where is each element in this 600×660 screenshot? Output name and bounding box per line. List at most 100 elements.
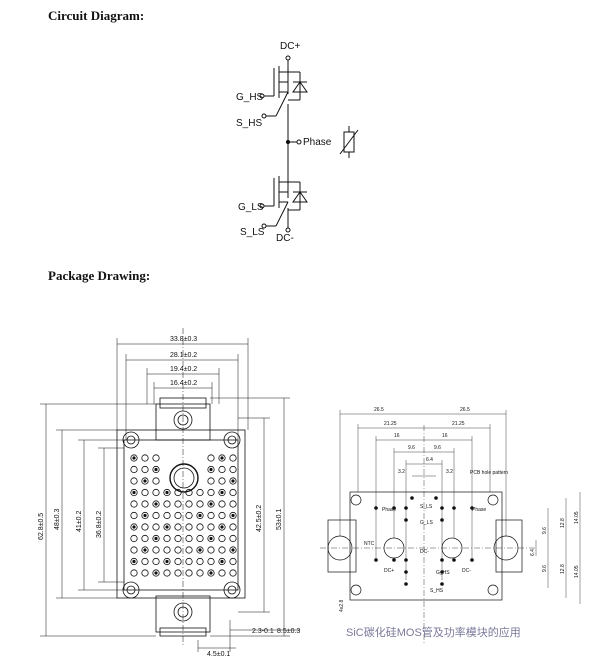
dim-19-4: 19.4±0.2 <box>170 366 197 373</box>
pin-hole <box>152 569 160 577</box>
pin-hole <box>207 534 215 543</box>
pin-hole <box>218 511 226 520</box>
pin-hole <box>152 477 160 485</box>
pcb-top-dim: 21.25 <box>452 421 465 427</box>
pcb-pin <box>374 558 378 562</box>
pin-dot <box>231 548 235 552</box>
pcb-right-dim: 6.4 <box>530 549 536 556</box>
pcb-pin <box>404 582 408 586</box>
pin-hole <box>152 557 160 566</box>
pin-dot <box>154 536 158 541</box>
dc-plus-label: DC+ <box>280 41 300 52</box>
pin-hole <box>163 523 171 531</box>
pin-hole <box>229 546 237 554</box>
pcb-top-dim: 3.2 <box>446 469 453 475</box>
pin-hole <box>174 523 182 531</box>
pin-hole <box>152 465 160 474</box>
pin-label-g-hs: G_HS <box>436 570 450 576</box>
pin-dot <box>154 502 158 506</box>
pin-grid <box>130 454 237 577</box>
pin-dot <box>209 467 213 472</box>
pin-hole <box>196 488 204 497</box>
pin-hole <box>218 557 226 566</box>
pin-dot <box>209 536 213 541</box>
pcb-pin <box>440 518 444 522</box>
phase-label: Phase <box>303 137 332 148</box>
pcb-pins <box>374 496 474 586</box>
pin-hole <box>218 454 226 462</box>
pin-dot <box>132 456 136 460</box>
pin-hole <box>130 465 138 474</box>
pcb-right-dim: 9.6 <box>542 565 548 572</box>
dim-16-4: 16.4±0.2 <box>170 380 197 387</box>
pin-hole <box>218 523 226 531</box>
pin-hole <box>207 523 215 531</box>
pin-hole <box>163 557 171 566</box>
pcb-pin <box>404 518 408 522</box>
g-ls-label: G_LS <box>238 202 264 213</box>
pcb-top-dim: 9.6 <box>408 445 415 451</box>
pin-dot <box>132 559 136 564</box>
pin-hole <box>185 557 193 566</box>
pin-hole <box>196 500 204 508</box>
pin-hole <box>152 523 160 531</box>
pin-hole <box>207 488 215 497</box>
pin-hole <box>163 488 171 497</box>
pin-hole <box>141 465 149 474</box>
pcb-pin <box>404 506 408 510</box>
pin-dot <box>220 559 224 564</box>
pcb-pin <box>470 506 474 510</box>
pin-hole <box>185 569 193 577</box>
pcb-top-dim: 16 <box>442 433 448 439</box>
pin-hole <box>141 477 149 485</box>
pin-hole <box>130 546 138 554</box>
pin-hole <box>141 511 149 520</box>
pin-hole <box>229 500 237 508</box>
pin-hole <box>130 569 138 577</box>
pin-hole <box>196 511 204 520</box>
pcb-pin <box>392 558 396 562</box>
pin-hole <box>229 511 237 520</box>
pcb-right-dim: 14.05 <box>574 565 580 578</box>
pin-hole <box>218 534 226 543</box>
pin-hole <box>141 500 149 508</box>
pcb-top-dim: 9.6 <box>434 445 441 451</box>
pin-hole <box>207 500 215 508</box>
pin-hole <box>152 488 160 497</box>
pcb-top-dim: 16 <box>394 433 400 439</box>
pcb-top-dim: 21.25 <box>384 421 397 427</box>
pin-hole <box>207 454 215 462</box>
pin-hole <box>163 500 171 508</box>
pin-dot <box>198 513 202 518</box>
pin-hole <box>130 534 138 543</box>
pin-hole <box>196 523 204 531</box>
pin-hole <box>130 454 138 462</box>
pin-hole <box>152 534 160 543</box>
pin-hole <box>163 546 171 554</box>
pin-hole <box>196 546 204 554</box>
pcb-hole-pattern-note: PCB hole pattern <box>470 470 508 476</box>
pcb-pin <box>470 558 474 562</box>
pin-hole <box>185 534 193 543</box>
package-drawing-heading: Package Drawing: <box>48 268 151 283</box>
pcb-right-dim: 9.6 <box>542 527 548 534</box>
pin-hole <box>229 477 237 485</box>
pin-label-g-ls: G_LS <box>420 520 433 526</box>
pcb-top-dim: 26.5 <box>374 407 384 413</box>
pin-hole <box>185 488 193 497</box>
pin-hole <box>130 500 138 508</box>
pin-hole <box>207 477 215 485</box>
pcb-pin <box>452 558 456 562</box>
pin-hole <box>130 511 138 520</box>
pin-dot <box>165 559 169 564</box>
pin-hole <box>196 557 204 566</box>
pcb-right-dim: 12.8 <box>560 564 566 574</box>
pin-hole <box>174 511 182 520</box>
pin-dot <box>209 502 213 506</box>
pin-hole <box>152 454 160 462</box>
pin-hole <box>174 569 182 577</box>
pin-dot <box>154 571 158 575</box>
pin-hole <box>218 477 226 485</box>
